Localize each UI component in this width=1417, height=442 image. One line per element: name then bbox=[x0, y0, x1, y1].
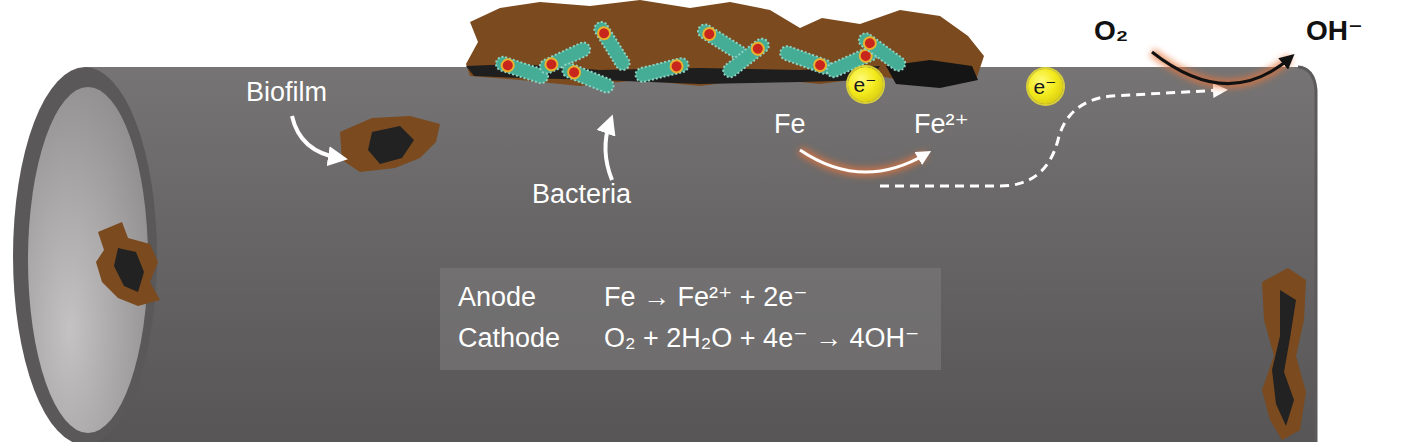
equation-text: Anode bbox=[458, 282, 560, 313]
bacteria-pointer bbox=[605, 122, 612, 180]
electron-circle: e⁻ bbox=[848, 67, 883, 102]
bacteria bbox=[494, 19, 908, 94]
biofilm-top bbox=[466, 0, 984, 88]
electron-path bbox=[880, 90, 1222, 186]
pipe-body bbox=[85, 67, 1316, 442]
pipe-end-face bbox=[28, 87, 148, 433]
electron-symbol: e⁻ bbox=[1034, 76, 1057, 97]
electron-circle: e⁻ bbox=[1028, 69, 1063, 104]
reaction-glow bbox=[800, 150, 926, 172]
equation-box: Anode Fe → Fe²⁺ + 2e⁻ Cathode O₂ + 2H₂O + 4… bbox=[440, 268, 941, 370]
pipe-end-ring bbox=[13, 67, 157, 442]
cathode-reaction-arrow bbox=[1152, 52, 1290, 84]
chemical-label: Fe bbox=[774, 110, 806, 140]
electron-symbol: e⁻ bbox=[854, 74, 877, 95]
biofilm-patch bbox=[96, 222, 160, 306]
biofilm-patch bbox=[340, 116, 440, 172]
equation-text: Cathode bbox=[458, 323, 560, 354]
chemical-label: OH⁻ bbox=[1306, 16, 1363, 47]
reaction-glow bbox=[1152, 52, 1290, 84]
equation-text: O₂ + 2H₂O + 4e⁻ → 4OH⁻ bbox=[604, 323, 919, 354]
equation-text: Fe → Fe²⁺ + 2e⁻ bbox=[604, 282, 919, 313]
anode-reaction-arrow bbox=[800, 150, 926, 172]
biofilm-patch bbox=[1262, 268, 1306, 440]
biofilm-pointer bbox=[292, 116, 340, 158]
chemical-label: Fe²⁺ bbox=[914, 110, 969, 140]
chemical-label: O₂ bbox=[1094, 16, 1128, 47]
part-label: Bacteria bbox=[532, 180, 631, 210]
part-label: Biofilm bbox=[246, 78, 327, 108]
